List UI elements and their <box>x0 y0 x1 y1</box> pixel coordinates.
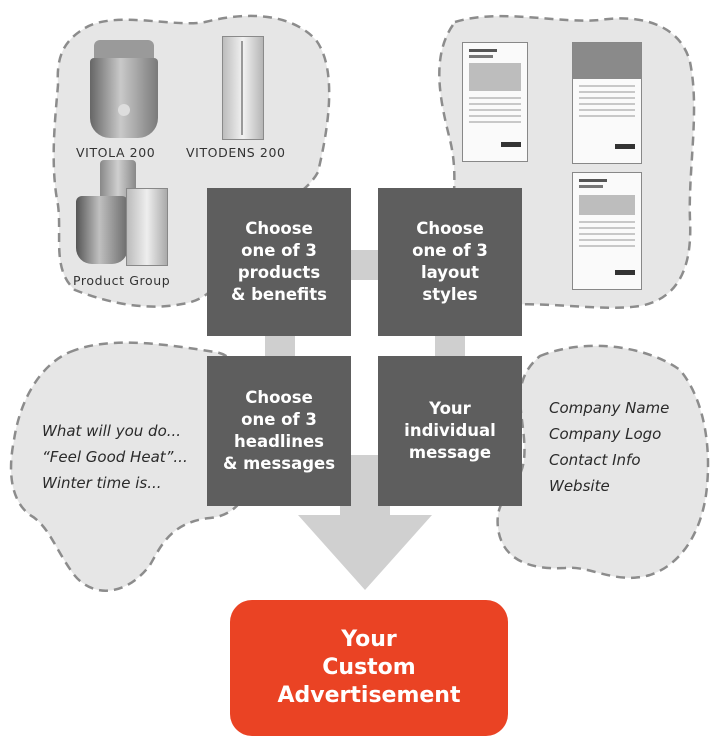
layout-style-2-thumbnail <box>572 42 642 164</box>
caption-product-group: Product Group <box>73 273 171 288</box>
step-choose-layout-label: Choose one of 3 layout styles <box>412 219 488 304</box>
vitola-200-image <box>88 40 160 140</box>
company-info-item: Company Name <box>549 399 670 417</box>
step-choose-headline-label: Choose one of 3 headlines & messages <box>222 388 336 473</box>
step-individual-message-label: Your individual message <box>404 399 496 462</box>
step-choose-headline: Choose one of 3 headlines & messages <box>207 356 351 506</box>
layout-style-1-thumbnail <box>462 42 528 162</box>
company-info-item: Website <box>549 477 610 495</box>
headline-example: Winter time is... <box>42 474 162 492</box>
company-cloud <box>496 344 710 580</box>
caption-vitodens-200: VITODENS 200 <box>186 145 286 160</box>
result-line: Custom <box>322 655 416 680</box>
step-choose-product-label: Choose one of 3 products & benefits <box>230 219 327 304</box>
vitodens-200-image <box>222 36 264 140</box>
company-info-list: Company Name Company Logo Contact Info W… <box>549 395 669 499</box>
connector-left-vertical <box>265 336 295 356</box>
custom-advertisement-result: Your Custom Advertisement <box>230 600 508 736</box>
caption-vitola-200: VITOLA 200 <box>76 145 156 160</box>
layout-style-3-thumbnail <box>572 172 642 290</box>
headlines-cloud <box>9 341 254 592</box>
step-individual-message: Your individual message <box>378 356 522 506</box>
headline-examples: What will you do... “Feel Good Heat”... … <box>42 418 188 496</box>
product-group-image <box>76 160 174 268</box>
step-choose-layout: Choose one of 3 layout styles <box>378 188 522 336</box>
result-line: Advertisement <box>277 683 461 708</box>
headline-example: What will you do... <box>42 422 182 440</box>
headline-example: “Feel Good Heat”... <box>42 448 188 466</box>
down-arrow <box>298 455 432 590</box>
connector-horizontal <box>351 250 379 280</box>
company-info-item: Company Logo <box>549 425 662 443</box>
connector-right-vertical <box>435 336 465 356</box>
company-info-item: Contact Info <box>549 451 641 469</box>
result-line: Your <box>341 627 397 652</box>
step-choose-product: Choose one of 3 products & benefits <box>207 188 351 336</box>
